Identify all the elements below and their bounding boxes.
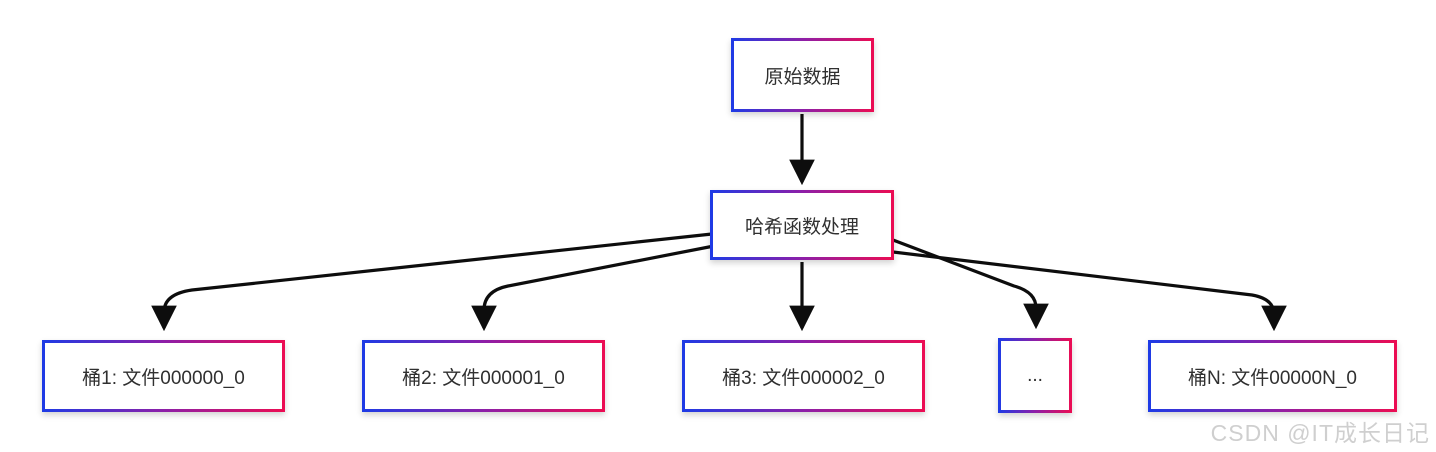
node-bucket-ellipsis: ... xyxy=(998,338,1072,413)
node-bucket-n-label: 桶N: 文件00000N_0 xyxy=(1151,343,1394,409)
arrow-process-to-dots xyxy=(892,238,1049,330)
arrow-process-to-bucket2 xyxy=(471,244,715,332)
node-original-data-label: 原始数据 xyxy=(734,41,871,109)
node-bucket-1-label: 桶1: 文件000000_0 xyxy=(45,343,282,409)
node-bucket-2: 桶2: 文件000001_0 xyxy=(362,340,605,412)
node-bucket-3-label: 桶3: 文件000002_0 xyxy=(685,343,922,409)
arrow-process-to-bucket1 xyxy=(151,232,713,332)
node-bucket-1: 桶1: 文件000000_0 xyxy=(42,340,285,412)
csdn-watermark: CSDN @IT成长日记 xyxy=(1210,420,1430,446)
node-hash-function: 哈希函数处理 xyxy=(710,190,894,260)
node-original-data: 原始数据 xyxy=(731,38,874,112)
node-hash-function-label: 哈希函数处理 xyxy=(713,193,891,257)
node-bucket-n: 桶N: 文件00000N_0 xyxy=(1148,340,1397,412)
node-bucket-3: 桶3: 文件000002_0 xyxy=(682,340,925,412)
arrow-process-to-bucketN xyxy=(892,250,1287,332)
node-bucket-2-label: 桶2: 文件000001_0 xyxy=(365,343,602,409)
node-bucket-ellipsis-label: ... xyxy=(1001,341,1069,410)
